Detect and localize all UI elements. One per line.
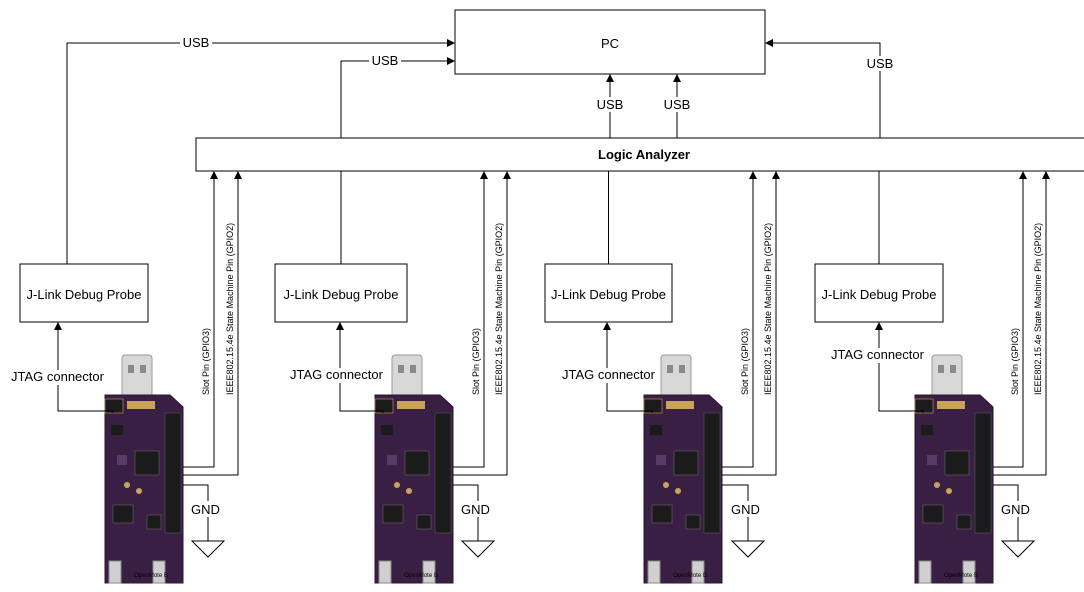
state-pin-label-4: IEEE802.15.4e State Machine Pin (GPIO2) — [1033, 223, 1043, 395]
la-to-pc-usb-label-1: USB — [597, 97, 624, 112]
state-pin-arrow-2 — [503, 171, 511, 179]
la-left-to-pc-wire — [341, 61, 447, 138]
la-to-pc-arrow-1 — [606, 74, 614, 82]
jlink-probe-label-2: J-Link Debug Probe — [284, 287, 399, 302]
openmote-board-1: OpenMote B — [105, 355, 183, 583]
gnd-label-2: GND — [461, 502, 490, 517]
openmote-board-image-3 — [644, 355, 722, 583]
jtag-arrow-3 — [603, 322, 611, 330]
pc-label: PC — [601, 36, 619, 51]
state-pin-label-2: IEEE802.15.4e State Machine Pin (GPIO2) — [494, 223, 504, 395]
la-left-to-pc-arrow — [447, 57, 455, 65]
state-pin-arrow-4 — [1042, 171, 1050, 179]
jtag-label-1: JTAG connector — [11, 369, 105, 384]
ground-symbol-1 — [192, 541, 224, 557]
la-to-pc-arrow-2 — [673, 74, 681, 82]
la-left-usb-label: USB — [372, 53, 399, 68]
state-pin-label-1: IEEE802.15.4e State Machine Pin (GPIO2) — [225, 223, 235, 395]
jlink-probe-label-3: J-Link Debug Probe — [551, 287, 666, 302]
state-pin-arrow-3 — [772, 171, 780, 179]
slot-pin-arrow-1 — [210, 171, 218, 179]
slot-pin-label-2: Slot Pin (GPIO3) — [471, 328, 481, 395]
slot-pin-arrow-3 — [749, 171, 757, 179]
jtag-arrow-2 — [336, 322, 344, 330]
jlink-probe-label-4: J-Link Debug Probe — [822, 287, 937, 302]
la-right-to-pc-wire — [773, 43, 880, 138]
slot-pin-label-3: Slot Pin (GPIO3) — [740, 328, 750, 395]
gnd-label-3: GND — [731, 502, 760, 517]
la-to-pc-usb-label-2: USB — [664, 97, 691, 112]
slot-pin-wire-2 — [453, 179, 484, 467]
openmote-board-3: OpenMote B — [644, 355, 722, 583]
la-right-to-pc-arrow — [765, 39, 773, 47]
jtag-label-3: JTAG connector — [562, 367, 656, 382]
openmote-board-image-1 — [105, 355, 183, 583]
ground-symbol-2 — [462, 541, 494, 557]
openmote-board-image-2 — [375, 355, 453, 583]
board-silkscreen-3: OpenMote B — [673, 573, 707, 579]
jlink-probe-label-1: J-Link Debug Probe — [27, 287, 142, 302]
jtag-label-4: JTAG connector — [831, 347, 925, 362]
slot-pin-label-1: Slot Pin (GPIO3) — [201, 328, 211, 395]
gnd-label-4: GND — [1001, 502, 1030, 517]
board-silkscreen-2: OpenMote B — [404, 573, 438, 579]
gnd-label-1: GND — [191, 502, 220, 517]
slot-pin-wire-1 — [183, 179, 214, 467]
slot-pin-arrow-2 — [480, 171, 488, 179]
jtag-arrow-1 — [54, 322, 62, 330]
probe1-to-pc-arrow — [447, 39, 455, 47]
ground-symbol-4 — [1002, 541, 1034, 557]
la-right-usb-label: USB — [867, 56, 894, 71]
state-pin-label-3: IEEE802.15.4e State Machine Pin (GPIO2) — [763, 223, 773, 395]
jtag-label-2: JTAG connector — [290, 367, 384, 382]
board-silkscreen-1: OpenMote B — [134, 573, 168, 579]
state-pin-arrow-1 — [234, 171, 242, 179]
slot-pin-wire-4 — [993, 179, 1023, 467]
openmote-board-4: OpenMote B — [915, 355, 993, 583]
slot-pin-wire-3 — [722, 179, 753, 467]
openmote-board-image-4 — [915, 355, 993, 583]
board-silkscreen-4: OpenMote B — [944, 573, 978, 579]
slot-pin-label-4: Slot Pin (GPIO3) — [1010, 328, 1020, 395]
slot-pin-arrow-4 — [1019, 171, 1027, 179]
logic-analyzer-label: Logic Analyzer — [598, 147, 690, 162]
probe1-usb-label: USB — [183, 35, 210, 50]
openmote-board-2: OpenMote B — [375, 355, 453, 583]
jtag-arrow-4 — [875, 322, 883, 330]
ground-symbol-3 — [732, 541, 764, 557]
